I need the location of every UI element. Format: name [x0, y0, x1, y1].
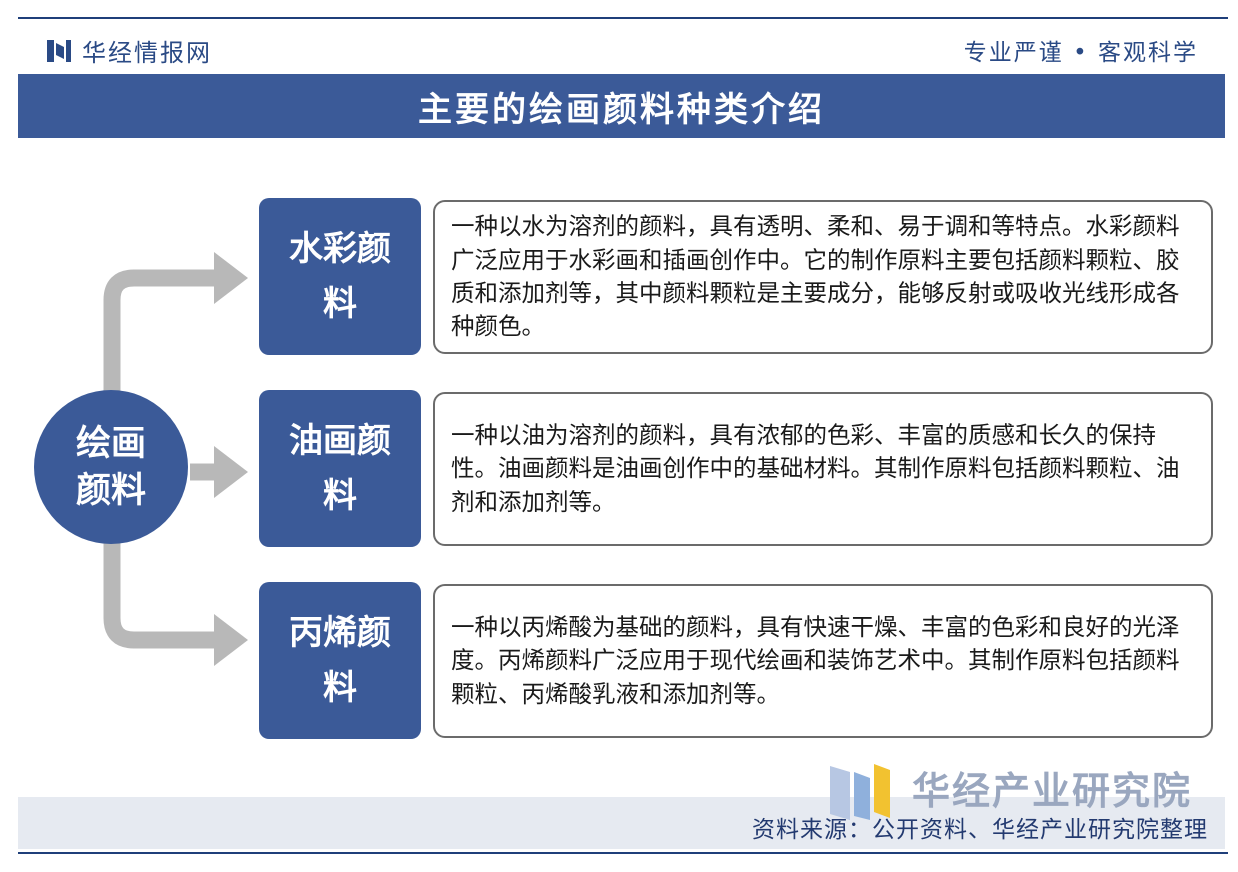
center-node: 绘画颜料: [34, 390, 188, 544]
type-name: 水彩颜料: [289, 229, 391, 324]
type-box-oil: 油画颜料: [259, 390, 421, 547]
source-note: 资料来源：公开资料、华经产业研究院整理: [752, 817, 1208, 843]
top-rule: [18, 17, 1228, 19]
brand-name: 华经情报网: [82, 39, 212, 67]
type-description: 一种以水为溶剂的颜料，具有透明、柔和、易于调和等特点。水彩颜料广泛应用于水彩画和…: [451, 212, 1180, 341]
footer-org-name: 华经产业研究院: [912, 769, 1193, 813]
desc-box-oil: 一种以油为溶剂的颜料，具有浓郁的色彩、丰富的质感和长久的保持性。油画颜料是油画创…: [433, 392, 1213, 546]
slogan: 专业严谨 • 客观科学: [963, 40, 1198, 66]
bottom-rule: [18, 852, 1228, 854]
type-description: 一种以丙烯酸为基础的颜料，具有快速干燥、丰富的色彩和良好的光泽度。丙烯颜料广泛应…: [451, 612, 1180, 708]
type-name: 油画颜料: [289, 421, 391, 516]
type-box-acrylic: 丙烯颜料: [259, 582, 421, 739]
type-box-watercolor: 水彩颜料: [259, 198, 421, 355]
brand: 华经情报网: [46, 33, 212, 68]
type-description: 一种以油为溶剂的颜料，具有浓郁的色彩、丰富的质感和长久的保持性。油画颜料是油画创…: [451, 420, 1180, 516]
footer-logo-icon: [830, 764, 890, 820]
desc-box-acrylic: 一种以丙烯酸为基础的颜料，具有快速干燥、丰富的色彩和良好的光泽度。丙烯颜料广泛应…: [433, 584, 1213, 738]
center-node-label: 绘画颜料: [75, 422, 146, 511]
page-title: 主要的绘画颜料种类介绍: [18, 74, 1225, 138]
desc-box-watercolor: 一种以水为溶剂的颜料，具有透明、柔和、易于调和等特点。水彩颜料广泛应用于水彩画和…: [433, 200, 1213, 354]
footer-band: [18, 797, 1225, 849]
type-name: 丙烯颜料: [289, 613, 391, 708]
brand-logo-icon: [47, 39, 71, 62]
